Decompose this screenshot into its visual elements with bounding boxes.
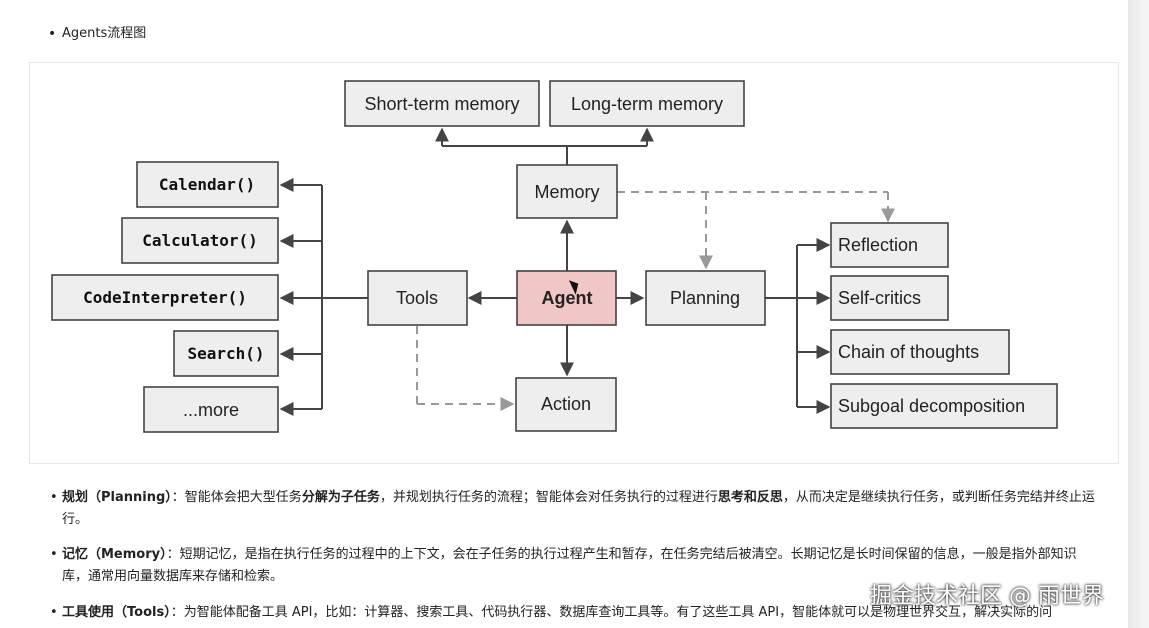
heading-bullet: Agents流程图: [48, 23, 147, 45]
planning-desc-bold2: 思考和反思: [717, 490, 783, 505]
watermark: 掘金技术社区 @ 雨世界: [870, 584, 1104, 609]
tools-description: 工具使用（Tools）：为智能体配备工具 API，比如：计算器、搜索工具、代码执…: [50, 602, 1100, 624]
subgoal-label: Subgoal decomposition: [838, 396, 1025, 416]
tools-box: [367, 270, 468, 326]
agent-box: [516, 270, 617, 326]
chain-of-thoughts-box: [830, 329, 1010, 375]
long-term-memory-label: Long-term memory: [571, 94, 723, 114]
calculator-label: Calculator(): [142, 231, 258, 250]
heading-bullet-text: Agents流程图: [62, 26, 147, 41]
reflection-box: [830, 222, 949, 268]
more-label: ...more: [183, 400, 239, 420]
calendar-box: [136, 161, 279, 208]
planning-desc-part3: ，从而决定是继续执行任务，或判断任务完结并终止运行。: [62, 490, 1095, 527]
search-label: Search(): [187, 344, 264, 363]
search-box: [173, 330, 279, 377]
scrollbar-track[interactable]: [1128, 0, 1149, 628]
memory-description: 记忆（Memory）：短期记忆，是指在执行任务的过程中的上下文，会在子任务的执行…: [50, 544, 1100, 588]
tools-label: Tools: [396, 288, 438, 308]
planning-desc-part1: ：智能体会把大型任务: [171, 490, 302, 505]
short-term-memory-label: Short-term memory: [364, 94, 519, 114]
self-critics-label: Self-critics: [838, 288, 921, 308]
more-box: [143, 386, 279, 433]
planning-desc-bold1: 分解为子任务: [301, 490, 380, 505]
reflection-label: Reflection: [838, 235, 918, 255]
memory-desc-title: 记忆（Memory）: [62, 547, 167, 562]
self-critics-box: [830, 275, 949, 321]
planning-box: [645, 270, 766, 326]
action-box: [515, 377, 617, 432]
planning-desc-title: 规划（Planning）: [62, 490, 172, 505]
agent-label: Agent: [542, 288, 593, 308]
long-term-memory-box: [549, 80, 745, 127]
tools-desc-title: 工具使用（Tools）: [62, 605, 171, 620]
chain-of-thoughts-label: Chain of thoughts: [838, 342, 979, 362]
codeinterpreter-box: [51, 274, 279, 321]
short-term-memory-box: [344, 80, 540, 127]
memory-box: [516, 164, 618, 219]
tools-desc-text: ：为智能体配备工具 API，比如：计算器、搜索工具、代码执行器、数据库查询工具等…: [170, 605, 1053, 620]
action-label: Action: [541, 394, 591, 414]
planning-desc-part2: ，并规划执行任务的流程；智能体会对任务执行的过程进行: [379, 490, 718, 505]
planning-description: 规划（Planning）：智能体会把大型任务分解为子任务，并规划执行任务的流程；…: [50, 487, 1100, 531]
planning-label: Planning: [670, 288, 740, 308]
calculator-box: [121, 217, 279, 264]
calendar-label: Calendar(): [159, 175, 255, 194]
memory-label: Memory: [534, 182, 599, 202]
subgoal-box: [830, 383, 1058, 429]
memory-desc-text: ：短期记忆，是指在执行任务的过程中的上下文，会在子任务的执行过程产生和暂存，在任…: [62, 547, 1077, 584]
codeinterpreter-label: CodeInterpreter(): [83, 288, 247, 307]
